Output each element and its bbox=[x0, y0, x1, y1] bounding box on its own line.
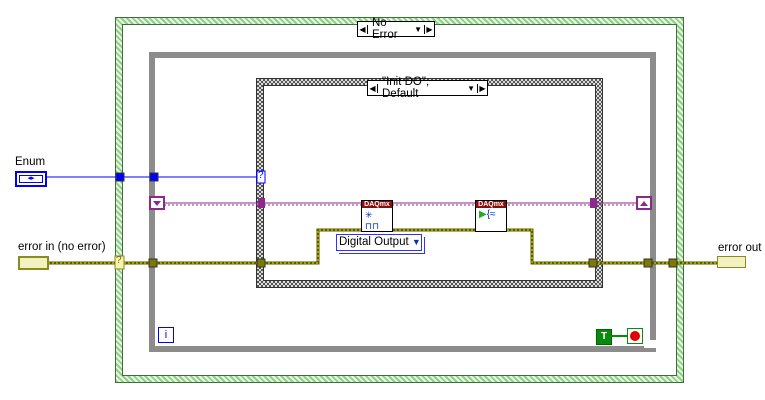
daqmx-create-channel-node[interactable]: DAQmx ✳ ⊓⊓ bbox=[361, 200, 393, 232]
loop-corner bbox=[644, 340, 658, 348]
error-tunnel bbox=[588, 258, 598, 268]
stop-terminal[interactable] bbox=[627, 328, 643, 344]
stop-icon bbox=[630, 331, 640, 341]
iteration-terminal: i bbox=[158, 327, 174, 343]
error-tunnel bbox=[643, 258, 653, 268]
prev-case-icon[interactable]: ◀ bbox=[358, 24, 368, 34]
purple-tunnel-in bbox=[258, 198, 265, 208]
error-wire bbox=[48, 228, 717, 265]
prev-case-icon[interactable]: ◀ bbox=[368, 83, 378, 93]
write-icon: ▶{≈ bbox=[479, 209, 496, 220]
purple-wire bbox=[164, 202, 637, 206]
error-case-selector bbox=[114, 255, 125, 270]
boolean-wire bbox=[610, 335, 628, 337]
enum-loop-tunnel bbox=[149, 172, 159, 182]
error-tunnel bbox=[148, 258, 158, 268]
purple-tunnel-out bbox=[590, 198, 597, 208]
error-tunnel bbox=[668, 258, 678, 268]
digital-output-constant[interactable]: Digital Output ▼ bbox=[336, 234, 422, 251]
enum-tunnel bbox=[115, 172, 125, 182]
dropdown-icon[interactable]: ▼ bbox=[467, 83, 475, 93]
digital-channel-icon: ✳ ⊓⊓ bbox=[365, 210, 380, 231]
error-in-control[interactable] bbox=[18, 256, 49, 270]
dropdown-icon[interactable]: ▼ bbox=[411, 237, 421, 247]
case-selector-terminal bbox=[256, 170, 266, 184]
true-constant[interactable]: T bbox=[596, 329, 612, 345]
dropdown-icon[interactable]: ▼ bbox=[414, 24, 422, 34]
daqmx-write-node[interactable]: DAQmx ▶{≈ bbox=[475, 200, 507, 232]
next-case-icon[interactable]: ▶ bbox=[477, 83, 487, 93]
outer-case-selector[interactable]: ◀No Error▼▶ bbox=[357, 17, 435, 41]
next-case-icon[interactable]: ▶ bbox=[424, 24, 434, 34]
enum-control[interactable]: ◂▸ bbox=[15, 171, 47, 187]
inner-case-selector[interactable]: ◀"Init DO", Default▼▶ bbox=[367, 76, 488, 100]
error-tunnel bbox=[256, 258, 266, 268]
error-out-indicator[interactable] bbox=[717, 256, 746, 268]
